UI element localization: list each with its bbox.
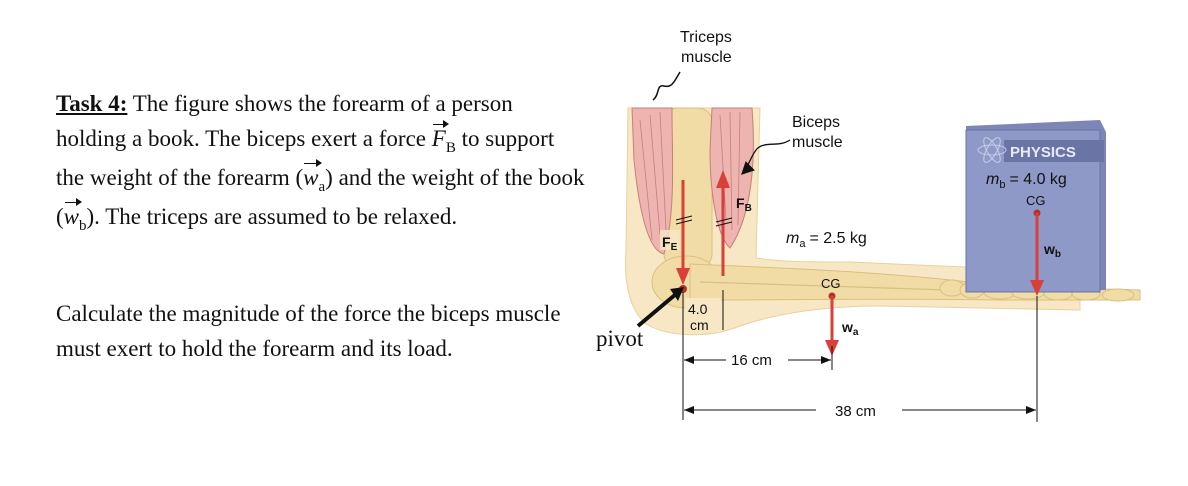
book-title: PHYSICS [1010,144,1076,161]
mb-label: mb= 4.0 kg [986,171,1067,191]
book-cg-label: CG [1026,193,1046,208]
book-title-band [1004,140,1104,162]
biceps-label-line-2: muscle [792,134,843,151]
forearm-cg-label: CG [821,276,841,291]
fb-arrowhead [716,170,730,188]
task-paragraph: Task 4: The figure shows the forearm of … [56,86,586,238]
forearm-figure: Triceps muscle PHYSICS mb= 4.0 kg CG wb [596,29,1141,422]
biceps-pointer [741,139,791,175]
dimension-38cm-label: 38 cm [835,403,876,420]
task-text-part-2: to support the weight of the forearm ( [56,126,555,190]
weight-wa-subscript: a [318,179,326,195]
dimension-4cm-value: 4.0 [688,301,708,317]
task-text-part-1: The figure shows the forearm of a person… [56,91,513,151]
weight-wb-symbol: w [64,198,83,234]
weight-wa-symbol: w [303,159,322,195]
pivot-label: pivot [596,326,644,351]
dimension-4cm-unit: cm [690,317,709,333]
weight-wb-subscript: b [79,218,87,234]
triceps-pointer [652,71,681,101]
triceps-label-line-2: muscle [681,49,732,66]
pivot-arrowhead [670,287,684,301]
wb-arrowhead [1030,280,1044,296]
ma-label: ma= 2.5 kg [786,230,867,250]
atom-icon [977,137,1007,163]
calculation-prompt: Calculate the magnitude of the force the… [56,301,561,361]
fb-label: FB [736,195,752,214]
biceps-label-line-1: Biceps [792,114,840,131]
wb-label: wb [1043,241,1061,260]
task-heading: Task 4: [56,91,128,116]
force-fb-symbol: F [432,120,449,156]
pivot-arrow-shaft [636,292,678,328]
fe-label: FE [662,234,678,253]
biceps-muscle [709,107,754,249]
fe-arrowhead [676,268,690,285]
wa-label: wa [841,319,859,338]
force-fb-subscript: B [445,140,456,156]
task-text-part-3: ) and the weight of the book ( [56,165,585,229]
task-text-part-4: ). The triceps are assumed to be relaxed… [86,204,458,229]
triceps-label-line-1: Triceps [680,29,732,46]
dimension-16cm-label: 16 cm [731,352,772,369]
